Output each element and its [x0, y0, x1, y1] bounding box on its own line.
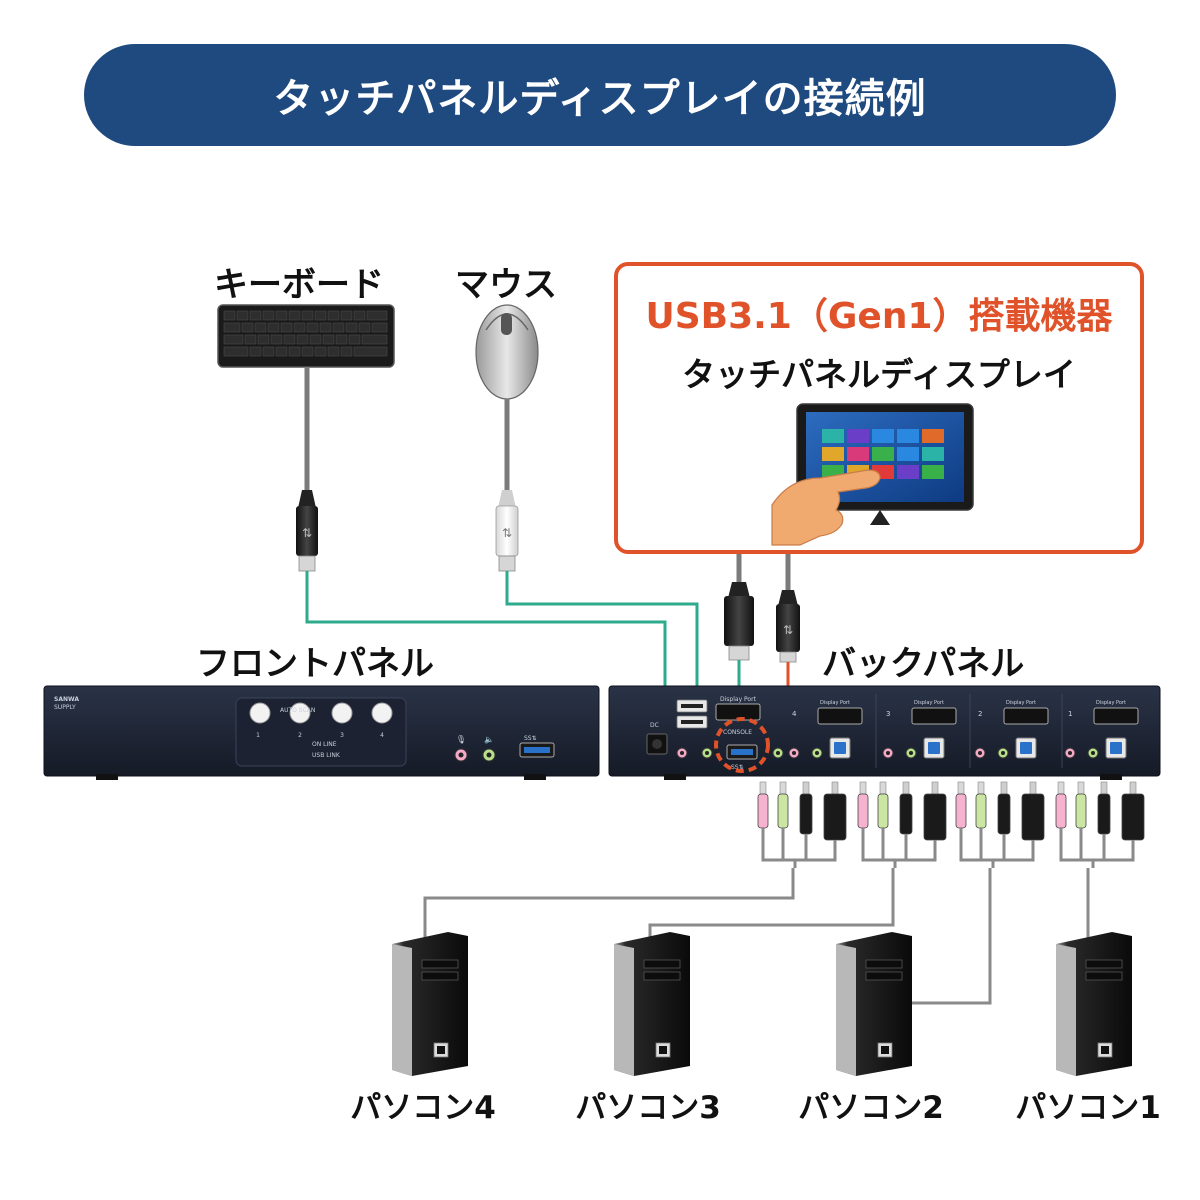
hand-icon — [771, 469, 881, 546]
back-display-port-label: Display Port — [820, 700, 850, 706]
pc-towers — [392, 932, 1132, 1076]
pc-tower-image — [836, 932, 912, 1076]
keyboard-label: キーボード — [214, 265, 384, 305]
cable-bundle — [1055, 781, 1145, 868]
title-banner: タッチパネルディスプレイの接続例 — [84, 44, 1116, 146]
front-brand-sub: SUPPLY — [54, 704, 76, 711]
front-on-line: ON LINE — [312, 741, 337, 748]
pc-tower-image — [614, 932, 690, 1076]
svg-text:⇅: ⇅ — [502, 526, 512, 540]
back-port-group: 4 Display Port — [788, 694, 877, 768]
back-panel-label: バックパネル — [822, 644, 1025, 684]
svg-text:Display Port: Display Port — [720, 696, 757, 703]
front-usb-link: USB LINK — [312, 752, 341, 759]
back-display-port-label: Display Port — [1096, 700, 1126, 706]
pc-cable-bundles — [757, 781, 1145, 868]
back-port-number: 4 — [792, 710, 797, 718]
front-switch-buttons — [249, 702, 393, 724]
title-text: タッチパネルディスプレイの接続例 — [273, 76, 927, 122]
svg-text:🎙: 🎙 — [456, 735, 466, 744]
display-cables: ⇅ — [724, 554, 800, 663]
svg-text:⇅: ⇅ — [302, 526, 312, 540]
pc-1-label: パソコン1 — [1015, 1090, 1161, 1126]
mouse-image — [475, 304, 539, 400]
svg-text:SS⇅: SS⇅ — [524, 735, 537, 742]
back-panel: DC Display Port CONSOLE SS⇅ 4 Display Por… — [608, 685, 1161, 780]
back-port-number: 2 — [978, 710, 982, 718]
front-brand: SANWA — [54, 696, 79, 703]
front-auto-scan: AUTO SCAN — [280, 707, 315, 714]
front-button-number: 1 — [256, 732, 260, 739]
screen-tiles — [822, 429, 944, 479]
keyboard-image — [217, 304, 395, 368]
front-panel: SANWA SUPPLY 1 2 3 4 AUTO SCAN ON LINE USB … — [43, 685, 600, 780]
cable-bundle — [955, 781, 1045, 868]
usb-connection-lines — [305, 571, 699, 702]
svg-text:⇅: ⇅ — [783, 623, 793, 637]
back-port-group: 2 Display Port — [974, 694, 1063, 768]
back-console: CONSOLE — [723, 729, 752, 736]
pc-2-label: パソコン2 — [798, 1090, 944, 1126]
back-display-port-label: Display Port — [914, 700, 944, 706]
front-panel-label: フロントパネル — [196, 644, 434, 684]
back-port-number: 1 — [1068, 710, 1072, 718]
back-port-group: 3 Display Port — [882, 694, 971, 768]
svg-text:SS⇅: SS⇅ — [731, 764, 744, 771]
pc-4-label: パソコン4 — [350, 1090, 496, 1126]
cable-bundle — [757, 781, 847, 868]
usb3-highlight-circle — [714, 717, 770, 773]
usb-device-name: タッチパネルディスプレイ — [682, 355, 1076, 394]
back-dc: DC — [650, 722, 659, 729]
front-button-number: 4 — [380, 732, 384, 739]
mouse-usb-plug: ⇅ — [495, 490, 519, 572]
keyboard-usb-plug: ⇅ — [296, 490, 318, 572]
pc-tower-image — [392, 932, 468, 1076]
front-button-number: 2 — [298, 732, 302, 739]
usb-device-title: USB3.1（Gen1）搭載機器 — [645, 296, 1113, 337]
pc-connection-lines — [423, 868, 1090, 1005]
svg-text:🔈: 🔈 — [484, 735, 494, 744]
mouse-label: マウス — [455, 265, 557, 305]
back-display-port-label: Display Port — [1006, 700, 1036, 706]
pc-tower-image — [1056, 932, 1132, 1076]
front-button-number: 3 — [340, 732, 344, 739]
back-port-group: 1 Display Port — [1064, 700, 1139, 759]
cable-bundle — [857, 781, 947, 868]
back-port-number: 3 — [886, 710, 890, 718]
pc-3-label: パソコン3 — [575, 1090, 721, 1126]
